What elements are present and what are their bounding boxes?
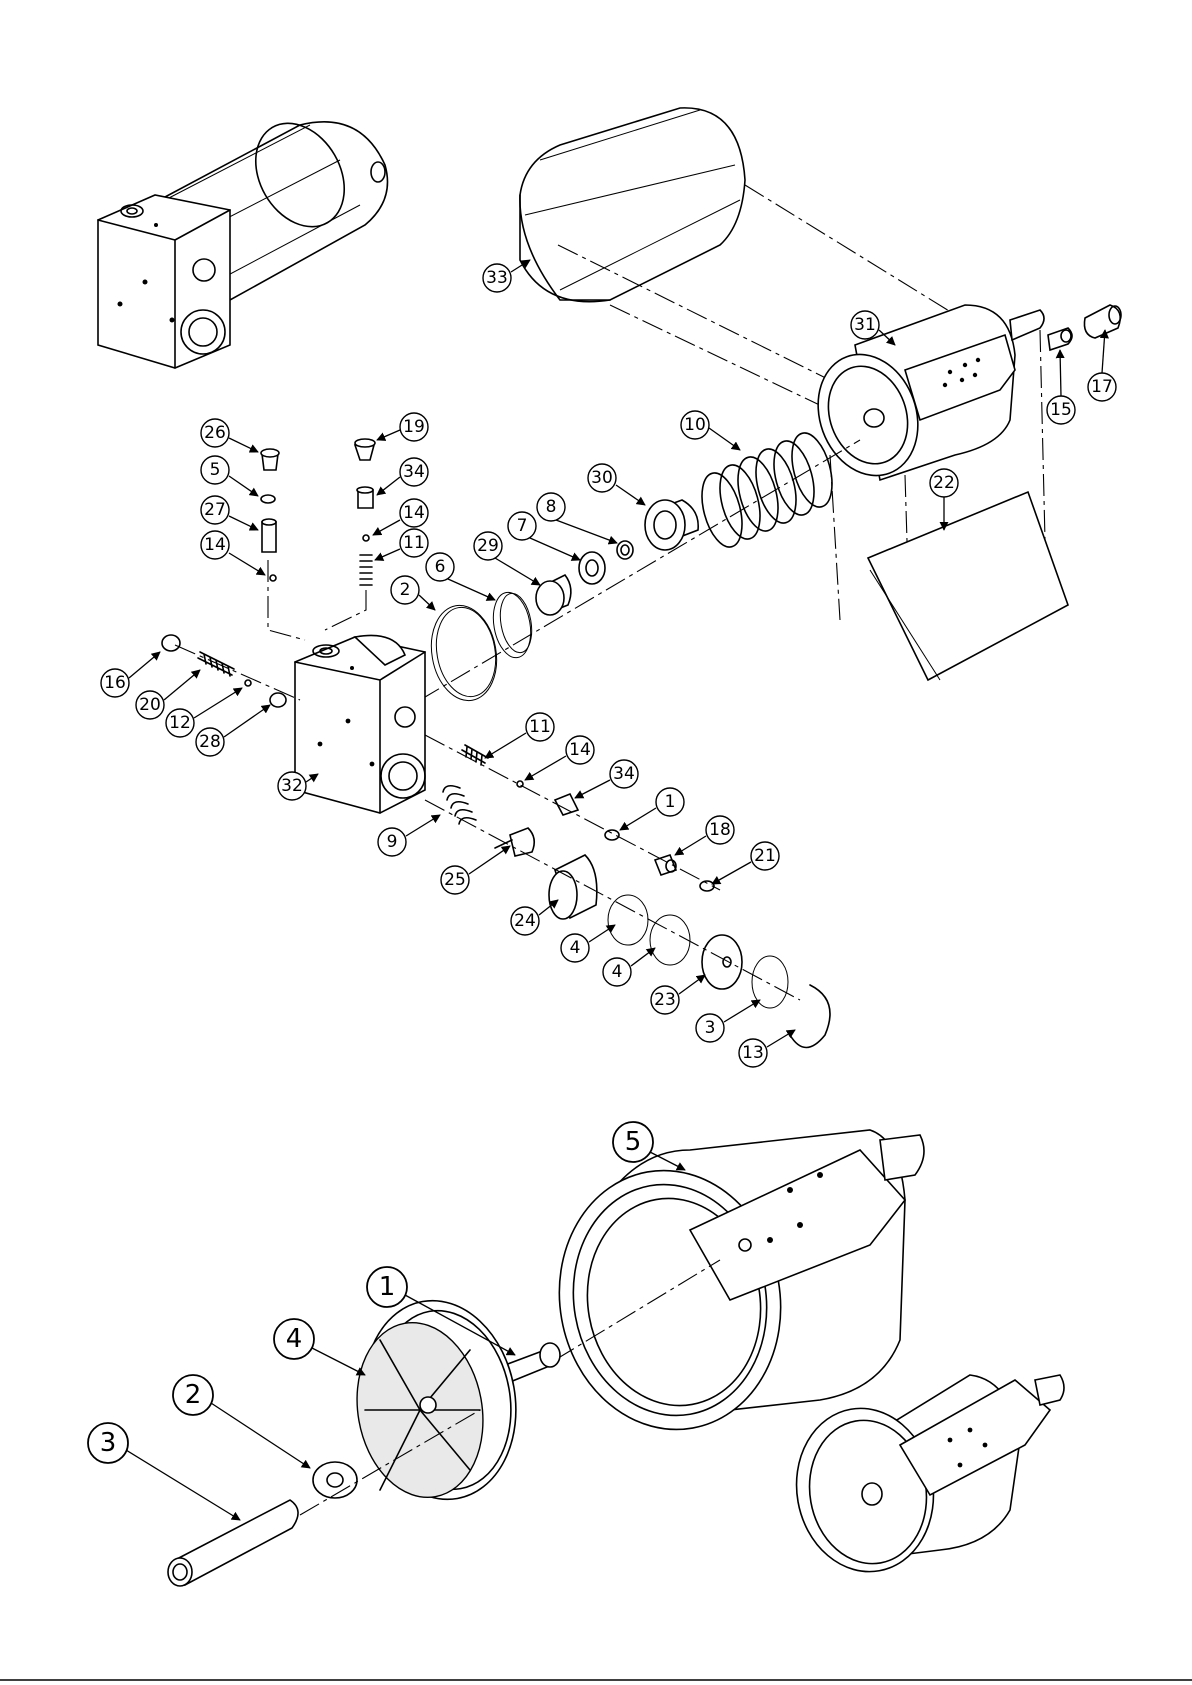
callout-5: 5 [201,456,229,484]
callout-19: 19 [400,413,428,441]
callout-12: 12 [166,709,194,737]
svg-text:5: 5 [625,1127,642,1157]
svg-text:1: 1 [379,1272,396,1302]
svg-text:29: 29 [477,536,499,556]
svg-text:4: 4 [612,962,623,982]
callout-27: 27 [201,496,229,524]
svg-text:1: 1 [665,792,676,812]
label-plate-part-22 [868,492,1068,680]
svg-text:14: 14 [403,503,425,523]
callout-34b: 34 [610,760,638,788]
assembled-actuator-view [98,107,388,368]
callout-32: 32 [278,772,306,800]
callout-11a: 11 [400,529,428,557]
svg-text:8: 8 [546,497,557,517]
callout-30: 30 [588,464,616,492]
svg-text:25: 25 [444,870,466,890]
svg-text:27: 27 [204,500,226,520]
callout-14b: 14 [201,531,229,559]
callout-18: 18 [706,816,734,844]
svg-text:5: 5 [210,460,221,480]
left-side-parts [162,635,300,707]
callout-1: 1 [656,788,684,816]
svg-text:6: 6 [435,557,446,577]
svg-text:34: 34 [613,764,635,784]
svg-text:23: 23 [654,990,676,1010]
callout-big-5: 5 [613,1122,653,1162]
callout-13: 13 [739,1039,767,1067]
callout-26: 26 [201,419,229,447]
callout-9: 9 [378,828,406,856]
callout-3: 3 [696,1014,724,1042]
svg-text:33: 33 [486,268,508,288]
spring-part-10 [420,429,860,700]
callout-28: 28 [196,728,224,756]
svg-text:19: 19 [403,417,425,437]
svg-text:2: 2 [185,1380,202,1410]
callout-25: 25 [441,866,469,894]
svg-text:18: 18 [709,820,731,840]
callout-8: 8 [537,493,565,521]
parts-15-17 [1048,305,1121,350]
svg-text:12: 12 [169,713,191,733]
svg-text:24: 24 [514,911,536,931]
svg-text:16: 16 [104,673,126,693]
callout-14c: 14 [566,736,594,764]
callout-23: 23 [651,986,679,1014]
svg-text:26: 26 [204,423,226,443]
svg-text:14: 14 [204,535,226,555]
svg-text:3: 3 [100,1428,117,1458]
callout-17: 17 [1088,373,1116,401]
callout-4b: 4 [603,958,631,986]
callout-29: 29 [474,532,502,560]
svg-text:32: 32 [281,776,303,796]
callout-big-3: 3 [88,1423,128,1463]
callout-14a: 14 [400,499,428,527]
callout-4a: 4 [561,934,589,962]
callout-10: 10 [681,411,709,439]
callout-11b: 11 [526,713,554,741]
svg-text:11: 11 [529,717,551,737]
svg-text:4: 4 [570,938,581,958]
svg-text:4: 4 [286,1324,303,1354]
callout-34a: 34 [400,458,428,486]
callout-big-4: 4 [274,1319,314,1359]
callout-31: 31 [851,311,879,339]
svg-text:34: 34 [403,462,425,482]
callout-6: 6 [426,553,454,581]
pilot-stack-parts [261,439,375,640]
callout-2: 2 [391,576,419,604]
callout-16: 16 [101,669,129,697]
svg-text:15: 15 [1050,400,1072,420]
piston-stack-parts [424,500,698,706]
svg-text:11: 11 [403,533,425,553]
callout-33: 33 [483,264,511,292]
svg-text:9: 9 [387,832,398,852]
svg-text:10: 10 [684,415,706,435]
svg-text:31: 31 [854,315,876,335]
callout-15: 15 [1047,396,1075,424]
callout-21: 21 [751,842,779,870]
svg-text:14: 14 [569,740,591,760]
callout-big-1: 1 [367,1267,407,1307]
svg-text:28: 28 [199,732,221,752]
svg-text:20: 20 [139,695,161,715]
manifold-block-part-32 [295,635,425,813]
svg-text:2: 2 [400,580,411,600]
callout-24: 24 [511,907,539,935]
callout-7: 7 [508,512,536,540]
svg-text:17: 17 [1091,377,1113,397]
svg-text:13: 13 [742,1043,764,1063]
callout-20: 20 [136,691,164,719]
assembled-housing-view [784,1375,1064,1583]
svg-text:30: 30 [591,468,613,488]
svg-text:21: 21 [754,846,776,866]
svg-text:7: 7 [517,516,528,536]
svg-text:22: 22 [933,473,955,493]
svg-text:3: 3 [705,1018,716,1038]
callout-big-2: 2 [173,1375,213,1415]
callout-22: 22 [930,469,958,497]
